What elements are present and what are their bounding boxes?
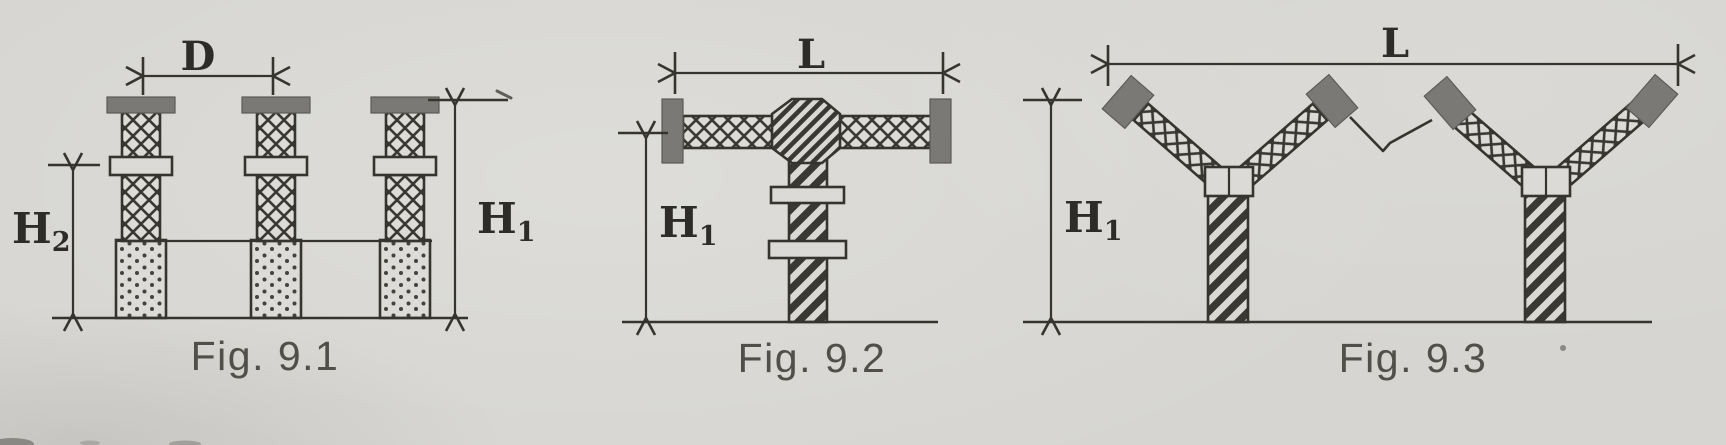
- support-post: [1206, 193, 1250, 324]
- suspension-diamond-inner: [1423, 75, 1477, 131]
- support-post: [1523, 193, 1567, 324]
- suspension-diamond-outer: [1625, 73, 1679, 129]
- beam-end-cap-left: [661, 98, 684, 164]
- dimension-H1: H1: [428, 87, 535, 332]
- suspension-diamond-inner: [1305, 73, 1359, 129]
- dimension-L: L: [1090, 20, 1696, 86]
- scan-artifacts: [0, 438, 201, 445]
- post-insulator-3: [369, 95, 441, 320]
- dimension-H1: H1: [1023, 87, 1122, 336]
- vee-tower-left: [1101, 73, 1359, 324]
- label-H2: H2: [12, 204, 70, 258]
- conductor-span: [1349, 116, 1433, 153]
- label-D: D: [181, 33, 216, 80]
- edge-smudge: [0, 438, 34, 445]
- caption-fig-9-2: Fig. 9.2: [738, 335, 887, 381]
- post-insulator-1: [105, 95, 177, 320]
- beam-end-cap-right: [929, 98, 952, 164]
- edge-smudge: [169, 440, 201, 445]
- dimension-D: D: [125, 33, 291, 95]
- caption-fig-9-3: Fig. 9.3: [1339, 335, 1488, 381]
- label-H1: H1: [659, 198, 717, 252]
- dimension-H1: H1: [618, 120, 717, 336]
- figure-9-1: D H2 H1 Fig. 9.1: [12, 33, 535, 379]
- label-H1: H1: [1064, 193, 1122, 247]
- caption-fig-9-1: Fig. 9.1: [191, 333, 340, 379]
- dimension-H2: H2: [12, 152, 100, 332]
- vee-tower-right: [1423, 73, 1679, 324]
- label-H1: H1: [477, 194, 535, 248]
- label-L: L: [797, 31, 825, 78]
- suspension-diamond-outer: [1101, 74, 1155, 130]
- figure-9-2: L H1 Fig. 9.2: [618, 31, 961, 381]
- dimension-L: L: [657, 31, 961, 94]
- post-insulator-2: [240, 95, 312, 320]
- edge-smudge: [80, 440, 100, 445]
- post-flange-upper: [769, 185, 846, 205]
- stray-mark: [495, 89, 513, 100]
- stray-mark: [1560, 345, 1566, 351]
- conductor-cross-section: [770, 97, 842, 165]
- post-flange-lower: [767, 239, 848, 260]
- figure-9-3: L: [1023, 20, 1696, 381]
- label-L: L: [1381, 20, 1409, 67]
